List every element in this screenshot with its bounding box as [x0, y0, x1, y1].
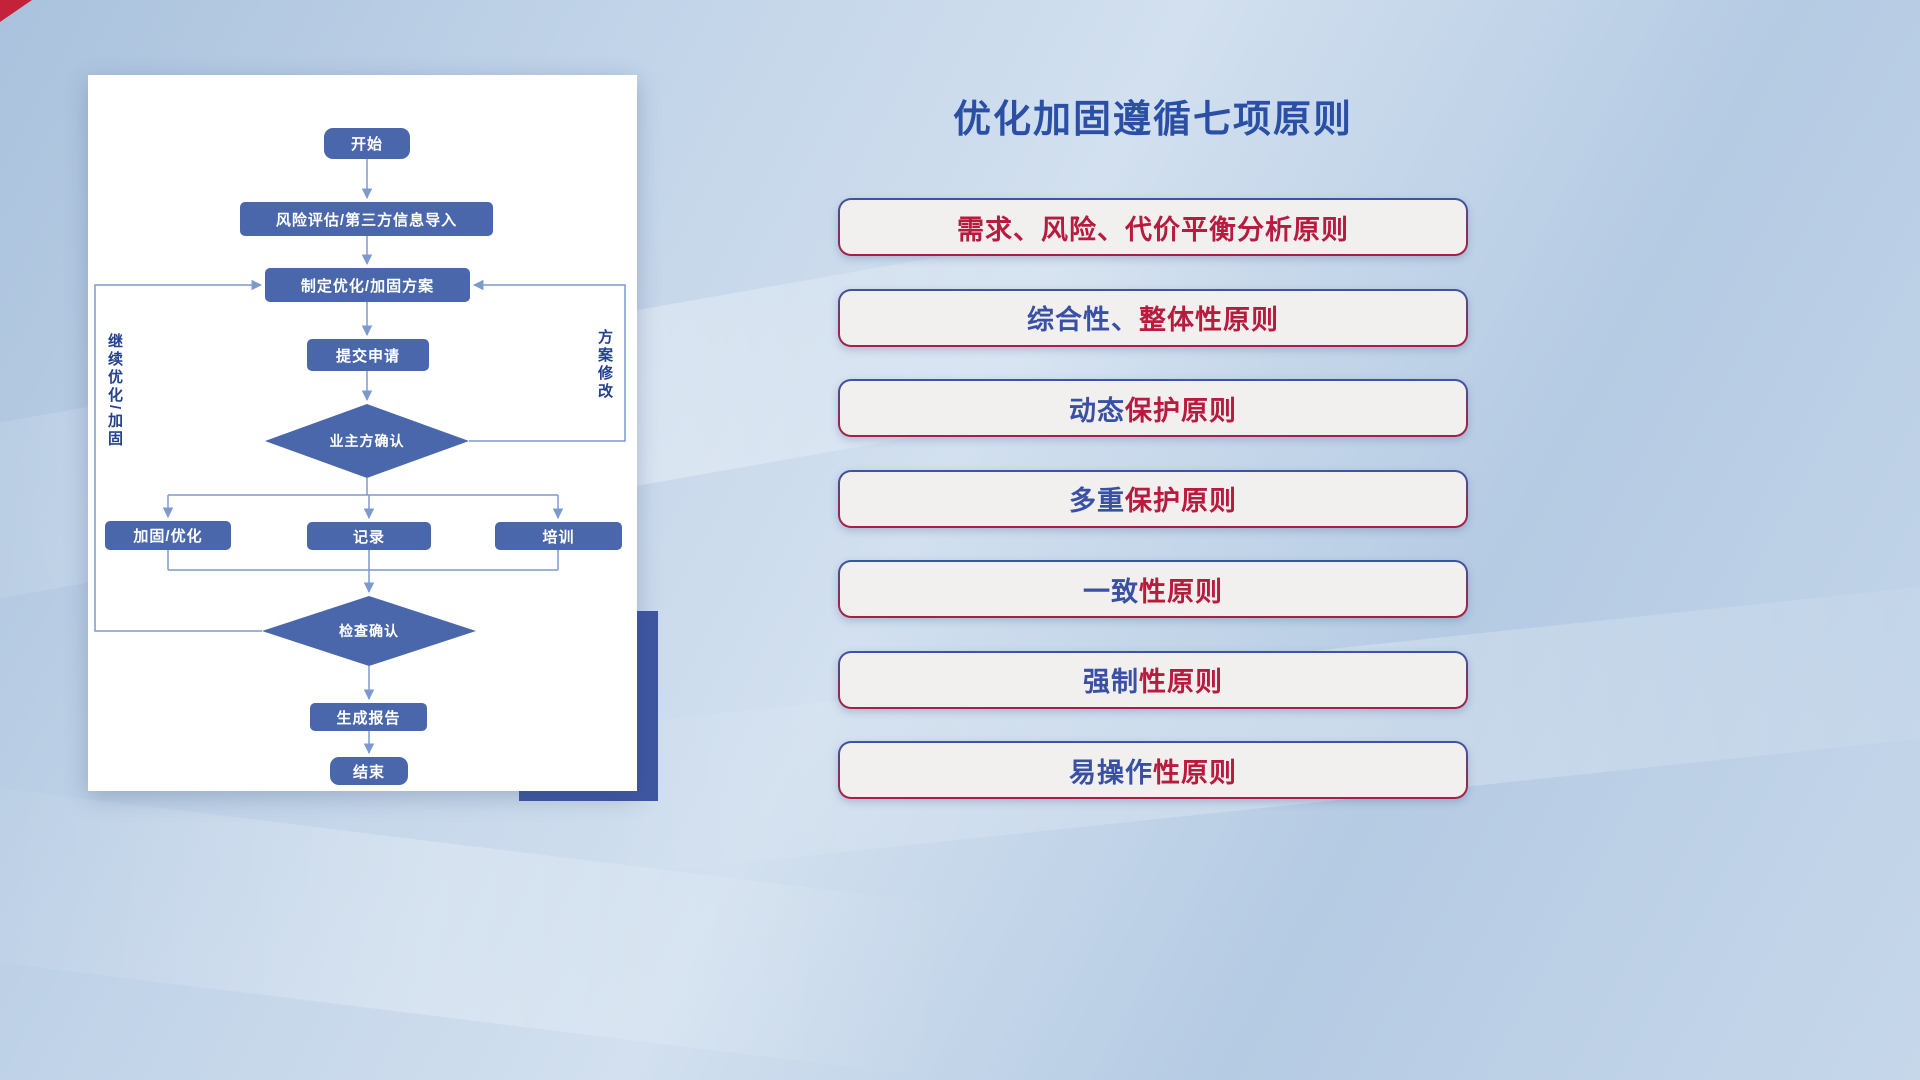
flowchart-connectors: [94, 159, 626, 755]
flow-node-end: 结束: [330, 757, 408, 785]
flow-node-make-plan: 制定优化/加固方案: [265, 268, 470, 302]
flow-node-report: 生成报告: [310, 703, 427, 731]
principle-label: 需求、风险、代价平衡分析原则: [840, 200, 1466, 254]
principle-item: 需求、风险、代价平衡分析原则: [838, 198, 1468, 256]
principle-item: 一致性原则: [838, 560, 1468, 618]
principle-label: 一致性原则: [840, 562, 1466, 616]
flow-node-submit: 提交申请: [307, 339, 429, 371]
slide-title: 优化加固遵循七项原则: [952, 99, 1353, 141]
background-streak: [0, 778, 967, 1079]
flow-node-training: 培训: [495, 522, 622, 550]
flow-node-start: 开始: [324, 128, 410, 159]
principle-item: 易操作性原则: [838, 741, 1468, 799]
principle-item: 多重保护原则: [838, 469, 1468, 528]
flow-node-record: 记录: [307, 522, 431, 550]
continue-loop-label: 继续优化/加固: [106, 332, 123, 449]
modify-loop-label: 方案修改: [596, 329, 613, 401]
principle-label: 动态保护原则: [840, 381, 1466, 435]
principle-label: 综合性、整体性原则: [840, 290, 1466, 345]
corner-accent-triangle: [0, 0, 32, 22]
principles-list: 需求、风险、代价平衡分析原则综合性、整体性原则动态保护原则多重保护原则一致性原则…: [838, 198, 1468, 799]
principle-item: 综合性、整体性原则: [838, 288, 1468, 347]
principle-label: 多重保护原则: [840, 471, 1466, 526]
principle-item: 动态保护原则: [838, 379, 1468, 437]
principle-label: 易操作性原则: [840, 743, 1466, 797]
flow-node-risk-import: 风险评估/第三方信息导入: [240, 202, 493, 236]
principle-item: 强制性原则: [838, 650, 1468, 709]
flow-node-reinforce: 加固/优化: [105, 521, 231, 550]
flowchart-card: 开始 风险评估/第三方信息导入 制定优化/加固方案 提交申请 业主方确认 加固/…: [88, 75, 637, 791]
principle-label: 强制性原则: [840, 652, 1466, 707]
